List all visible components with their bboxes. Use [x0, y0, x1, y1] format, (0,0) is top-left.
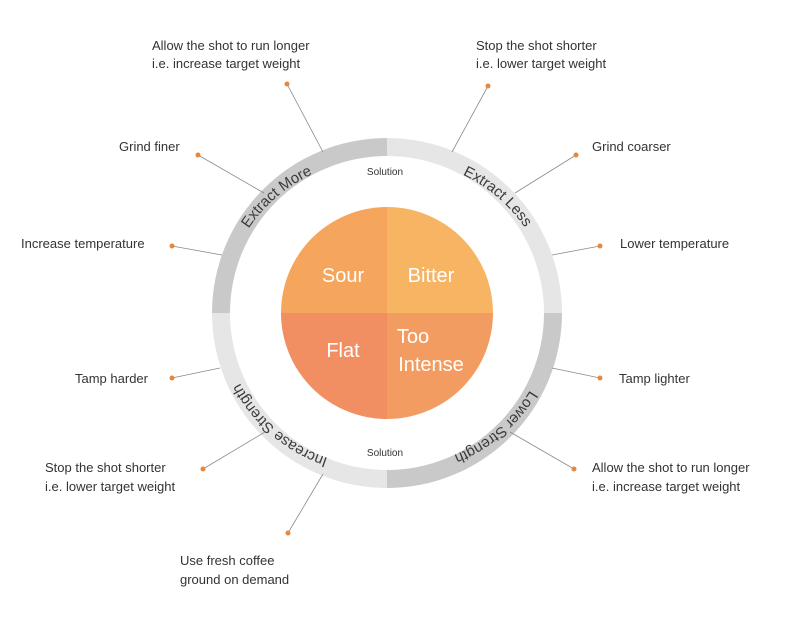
callout-allow-longer-bottom-line2: i.e. increase target weight: [592, 479, 741, 494]
callout-stop-shorter-top-line1: Stop the shot shorter: [476, 38, 597, 53]
callout-labels: Allow the shot to run longer i.e. increa…: [21, 38, 750, 587]
leader-lines: [171, 83, 601, 534]
leader-grind-coarser: [514, 154, 577, 194]
leader-grind-finer: [197, 154, 265, 194]
callout-dots: [169, 81, 603, 536]
dot-increase-temperature: [169, 243, 175, 249]
leader-lower-temperature: [551, 245, 601, 256]
ring-section-increase-strength: [212, 313, 387, 488]
quadrant-label-too-intense-line2: Intense: [398, 354, 464, 376]
callout-allow-longer-top-line2: i.e. increase target weight: [152, 56, 301, 71]
leader-allow-longer-bottom: [509, 431, 575, 470]
ring-label-increase-strength: Increase Strength: [229, 381, 330, 470]
quadrant-label-flat: Flat: [326, 340, 360, 362]
dot-tamp-harder: [169, 375, 175, 381]
leader-fresh-coffee: [287, 473, 324, 534]
callout-tamp-lighter: Tamp lighter: [619, 371, 690, 386]
callout-increase-temperature: Increase temperature: [21, 236, 145, 251]
leader-allow-longer-top: [286, 83, 324, 153]
quadrant-flat: [281, 313, 387, 419]
ring-section-extract-less: [387, 138, 562, 313]
center-circle: [281, 207, 493, 419]
ring-section-lower-strength: [387, 313, 562, 488]
callout-lower-temperature: Lower temperature: [620, 236, 729, 251]
dot-lower-temperature: [597, 243, 603, 249]
dot-stop-shorter-top: [485, 83, 491, 89]
ring-section-extract-more: [212, 138, 387, 313]
leader-tamp-lighter: [551, 367, 601, 379]
leader-stop-shorter-bottom: [202, 431, 266, 470]
ring-label-extract-less: Extract Less: [461, 163, 536, 230]
dot-grind-finer: [195, 152, 201, 158]
dot-tamp-lighter: [597, 375, 603, 381]
dot-stop-shorter-bottom: [200, 466, 206, 472]
quadrant-sour: [281, 207, 387, 313]
dot-fresh-coffee: [285, 530, 291, 536]
leader-tamp-harder: [171, 367, 221, 379]
callout-allow-longer-bottom-line1: Allow the shot to run longer: [592, 460, 750, 475]
dot-allow-longer-top: [284, 81, 290, 87]
solution-label-bottom: Solution: [367, 448, 403, 459]
ring-label-lower-strength: Lower Strength: [452, 388, 541, 467]
callout-fresh-coffee-line1: Use fresh coffee: [180, 553, 274, 568]
quadrant-label-bitter: Bitter: [408, 265, 455, 287]
callout-fresh-coffee-line2: ground on demand: [180, 572, 289, 587]
callout-tamp-harder: Tamp harder: [75, 371, 149, 386]
callout-stop-shorter-top-line2: i.e. lower target weight: [476, 56, 606, 71]
solution-label-top: Solution: [367, 167, 403, 178]
quadrant-label-sour: Sour: [322, 265, 365, 287]
callout-grind-finer: Grind finer: [119, 139, 180, 154]
quadrant-bitter: [387, 207, 493, 313]
ring-label-extract-more: Extract More: [238, 162, 314, 231]
quadrant-label-too-intense-line1: Too: [397, 326, 429, 348]
outer-ring: [212, 138, 562, 488]
callout-stop-shorter-bottom-line1: Stop the shot shorter: [45, 460, 166, 475]
dot-allow-longer-bottom: [571, 466, 577, 472]
leader-stop-shorter-top: [451, 85, 489, 153]
callout-stop-shorter-bottom-line2: i.e. lower target weight: [45, 479, 175, 494]
dot-grind-coarser: [573, 152, 579, 158]
callout-allow-longer-top-line1: Allow the shot to run longer: [152, 38, 310, 53]
callout-grind-coarser: Grind coarser: [592, 139, 671, 154]
leader-increase-temperature: [171, 245, 223, 256]
